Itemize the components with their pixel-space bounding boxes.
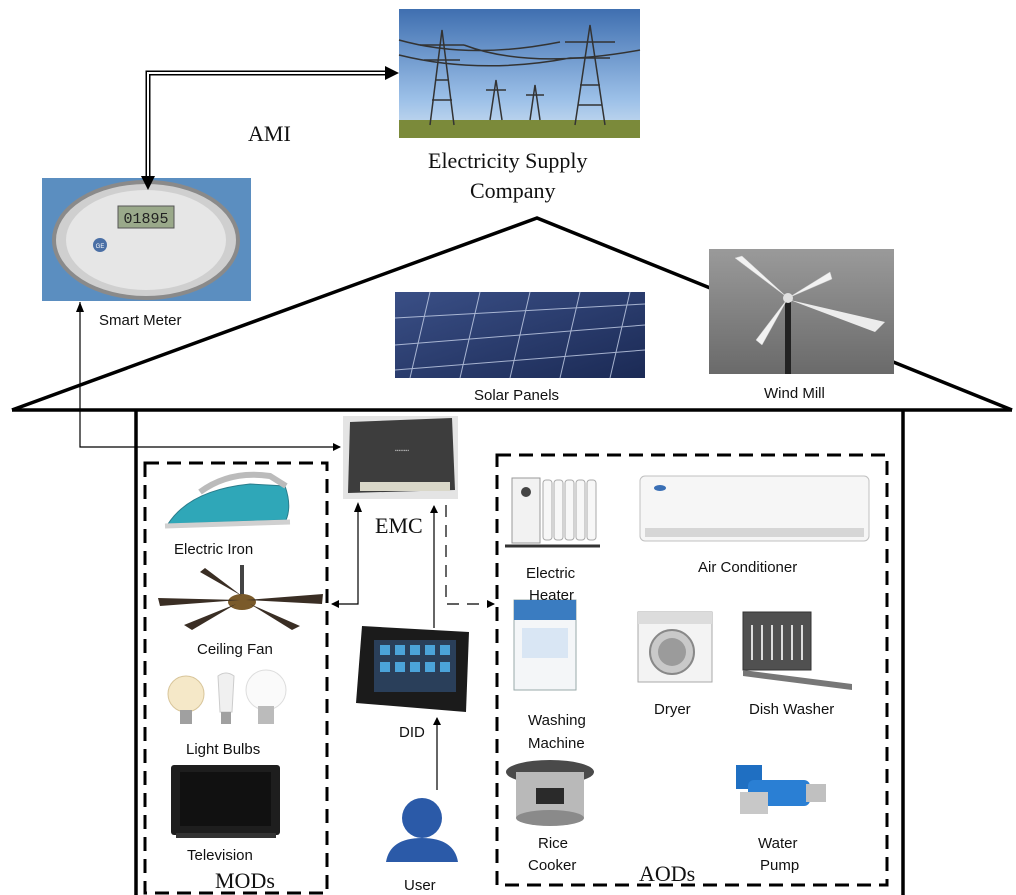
did-tablet-image [356,626,469,712]
svg-text:▪▪▪▪▪▪▪▪: ▪▪▪▪▪▪▪▪ [395,448,409,454]
aods-item-rice-cooker-line2: Cooker [528,857,577,874]
aods-group-label: AODs [639,861,696,886]
smart-meter-image: 01895 GE [42,178,251,301]
ami-label: AMI [248,121,291,146]
aods-item-electric-heater-line1: Electric [526,565,576,582]
emc-mods-link [331,502,362,608]
aods-group-box [495,453,889,887]
rice-cooker-image [506,760,594,826]
ceiling-fan-image [158,565,323,630]
dish-washer-image [742,611,852,690]
solar-panels-label: Solar Panels [474,387,560,404]
power-lines-image [398,9,641,138]
electric-heater-image [505,477,600,548]
meter-emc-link [76,302,341,451]
mods-item-light-bulbs: Light Bulbs [186,741,261,758]
emc-device-image: ▪▪▪▪▪▪▪▪ [343,416,458,499]
aods-item-air-conditioner: Air Conditioner [698,559,798,576]
light-bulbs-image [167,669,287,724]
wind-mill-image [709,249,894,374]
emc-aods-link [445,505,495,608]
aods-item-washing-machine-line1: Washing [528,712,586,729]
did-label: DID [399,724,425,741]
ami-link [141,66,399,190]
supply-company-label-line1: Electricity Supply [428,148,588,173]
water-pump-image [736,765,826,814]
supply-company-label-line2: Company [470,178,556,203]
meter-brand: GE [96,244,105,250]
washing-machine-image [513,599,577,691]
mods-group-label: MODs [215,868,275,893]
wind-mill-label: Wind Mill [764,385,825,402]
meter-display: 01895 [123,211,168,228]
air-conditioner-image [639,475,870,542]
mods-item-television: Television [187,847,253,864]
mods-item-electric-iron: Electric Iron [174,541,254,558]
electric-iron-image [164,471,291,529]
aods-item-washing-machine-line2: Machine [528,735,585,752]
user-icon [386,798,458,862]
aods-item-dish-washer: Dish Washer [749,701,835,718]
aods-item-electric-heater-line2: Heater [529,587,575,604]
solar-panels-image [394,291,646,379]
emc-label: EMC [375,513,423,538]
mods-item-ceiling-fan: Ceiling Fan [197,641,273,658]
aods-item-water-pump-line1: Water [758,835,798,852]
aods-item-rice-cooker-line1: Rice [538,835,569,852]
television-image [171,765,280,838]
smart-meter-label: Smart Meter [99,312,182,329]
dryer-image [637,611,713,683]
mods-group-box [143,461,329,895]
aods-item-water-pump-line2: Pump [760,857,800,874]
user-label: User [404,877,436,894]
aods-item-dryer: Dryer [654,701,691,718]
